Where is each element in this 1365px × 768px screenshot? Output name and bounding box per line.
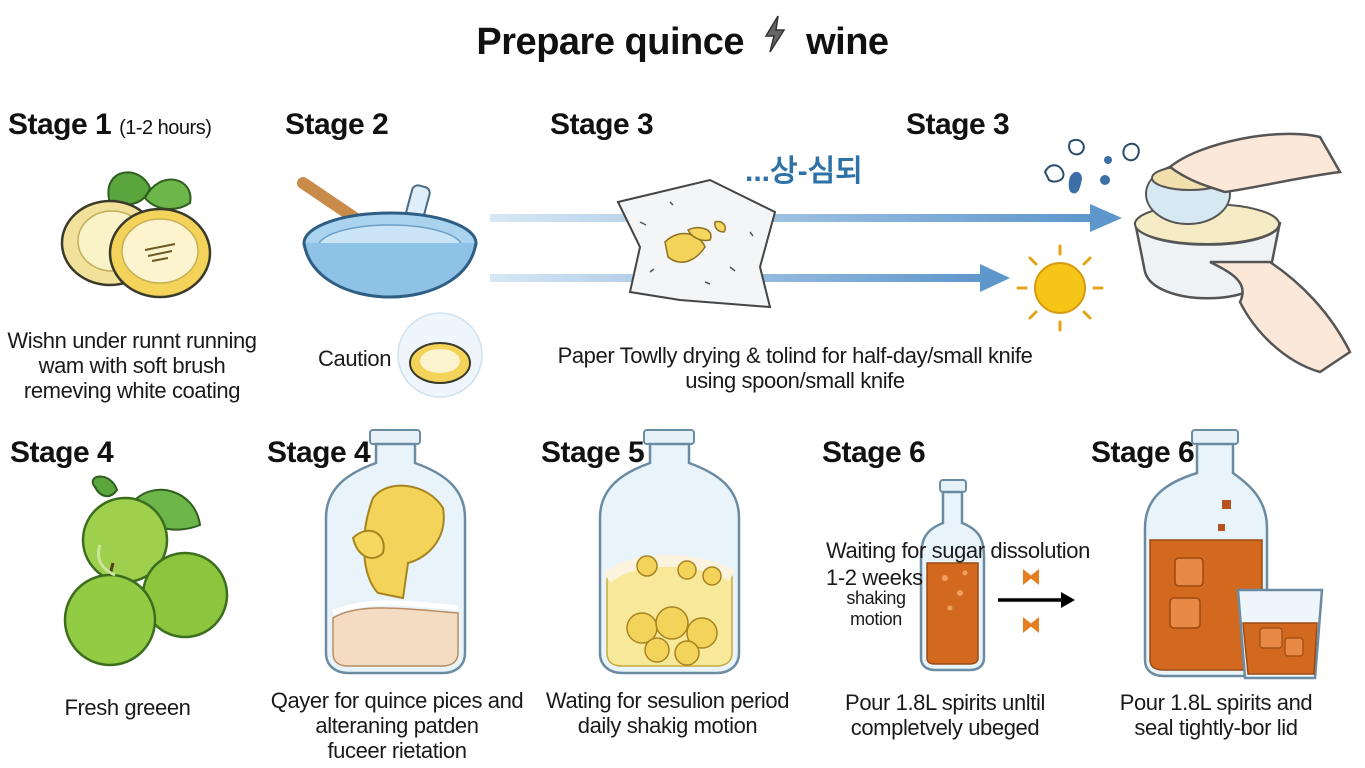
stage-1-label: Stage 1	[8, 108, 112, 141]
splash-icon	[1043, 164, 1065, 183]
jar-lid	[643, 429, 695, 445]
stage-5-label: Stage 5	[541, 436, 645, 469]
stage-2-label: Stage 2	[285, 108, 389, 141]
layer-caption: Qayer for quince pices and alteraning pa…	[270, 688, 524, 763]
caution-caption: Caution	[318, 346, 392, 371]
halved-quince-illustration	[60, 171, 212, 299]
duration-caption: 1-2 weeks	[826, 565, 923, 590]
stage-6-second-label: Stage 6	[1091, 436, 1195, 469]
shake-arrows-icon	[998, 569, 1075, 633]
title-text-after: wine	[806, 21, 889, 63]
stage-1-duration: (1-2 hours)	[119, 117, 212, 139]
title-text-before: Prepare quince	[476, 21, 744, 63]
fresh-green-caption: Fresh greeen	[64, 695, 191, 720]
waiting-caption: Wating for sesulion period daily shakig …	[545, 688, 790, 738]
green-quince-icon	[63, 573, 157, 667]
sugar-layer	[332, 607, 459, 667]
sealed-bottle-and-glass-illustration	[1143, 429, 1324, 680]
leaf-icon	[91, 475, 119, 498]
spirits-bottle-illustration	[919, 479, 986, 672]
hand-icon	[1167, 132, 1343, 194]
sugar-caption: Waiting for sugar dissolution	[826, 538, 1090, 563]
green-quinces-illustration	[63, 475, 229, 667]
hands-with-bowl-illustration	[1043, 132, 1352, 374]
liquor-fill	[926, 562, 979, 665]
bottle-cap	[939, 479, 967, 493]
pour-caption: Pour 1.8L spirits unltil completvely ube…	[845, 690, 1045, 740]
wash-caption: Wishn under runnt running wam with soft …	[7, 328, 257, 403]
bowl-and-spoon-illustration	[297, 177, 483, 398]
layered-jar-illustration	[324, 429, 467, 675]
waiting-jar-illustration	[598, 429, 741, 675]
jar-lid	[369, 429, 421, 445]
quince-piece-icon	[686, 226, 712, 242]
shaking-caption: shaking motion	[846, 588, 906, 629]
stage-3-second-label: Stage 3	[906, 108, 1010, 141]
page-title: Prepare quince wine	[0, 14, 1365, 64]
paper-towel-caption: Paper Towlly drying & tolind for half-da…	[557, 343, 1033, 393]
stage-4-second-label: Stage 4	[267, 436, 371, 469]
stage-3-label: Stage 3	[550, 108, 654, 141]
stage-6-label: Stage 6	[822, 436, 926, 469]
stage-1-heading: Stage 1 (1-2 hours)	[8, 108, 212, 142]
paper-towel-illustration	[616, 178, 777, 309]
bottle-cap	[1191, 429, 1239, 445]
lightning-icon	[760, 14, 790, 64]
stage-4-label: Stage 4	[10, 436, 114, 469]
quince-piece-icon	[664, 232, 706, 263]
hand-icon	[1209, 260, 1352, 374]
seal-caption: Pour 1.8L spirits and seal tightly-bor l…	[1119, 690, 1313, 740]
arrow-right-icon	[1061, 592, 1075, 608]
korean-annotation: ...상-심되	[745, 155, 863, 188]
ice-cube-icon	[1174, 557, 1204, 587]
arrow-upper	[490, 214, 1090, 222]
water-drop-icon	[1068, 171, 1082, 194]
leaf-icon	[143, 178, 192, 210]
sun-icon	[1016, 244, 1104, 332]
